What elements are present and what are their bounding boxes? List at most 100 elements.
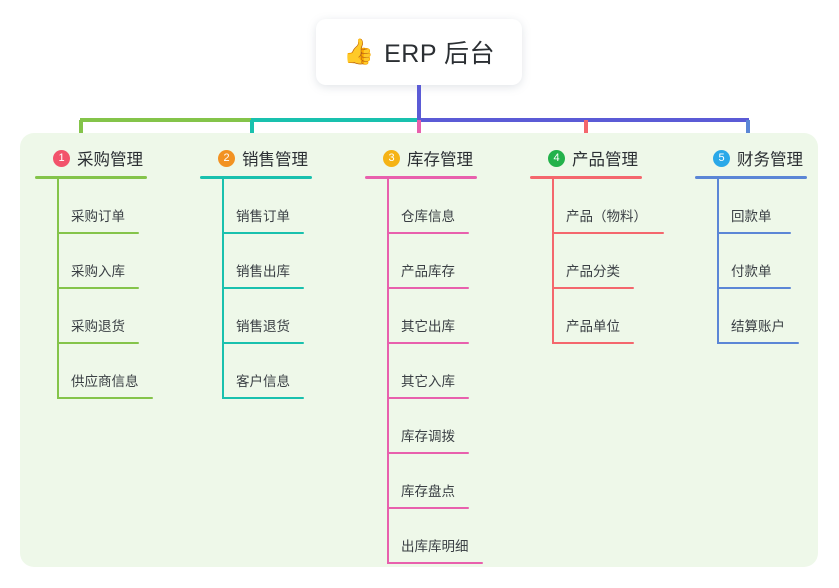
leaf-node-underline [387, 287, 469, 289]
leaf-node-underline [222, 232, 304, 234]
leaf-node-label: 采购入库 [71, 264, 125, 279]
leaf-node[interactable]: 回款单 [695, 179, 807, 234]
branch-badge-5: 5 [713, 149, 730, 167]
leaf-node-label: 库存调拨 [401, 429, 455, 444]
leaf-node[interactable]: 仓库信息 [365, 179, 477, 234]
branch-column-5: 5 财务管理回款单付款单结算账户 [695, 145, 807, 344]
leaf-node-label: 库存盘点 [401, 484, 455, 499]
branch-items-3: 仓库信息产品库存其它出库其它入库库存调拨库存盘点出库库明细 [365, 179, 483, 564]
branch-header-1[interactable]: 1 采购管理 [35, 145, 147, 171]
leaf-node[interactable]: 采购入库 [35, 234, 147, 289]
root-node-label: ERP 后台 [384, 40, 496, 68]
branch-spine-2 [222, 179, 224, 399]
branch-header-4[interactable]: 4 产品管理 [530, 145, 642, 171]
root-node[interactable]: 👍 ERP 后台 [316, 19, 522, 85]
thumbs-up-icon: 👍 [342, 37, 375, 66]
branch-title-5: 财务管理 [737, 151, 803, 169]
leaf-node-label: 回款单 [731, 209, 772, 224]
leaf-node-underline [717, 342, 799, 344]
branch-badge-1: 1 [53, 149, 70, 167]
leaf-node-underline [57, 232, 139, 234]
leaf-node-label: 仓库信息 [401, 209, 455, 224]
leaf-node-label: 产品分类 [566, 264, 620, 279]
branch-spine-4 [552, 179, 554, 344]
leaf-node-underline [717, 287, 791, 289]
branch-spine-3 [387, 179, 389, 564]
leaf-node-label: 采购退货 [71, 319, 125, 334]
leaf-node[interactable]: 销售出库 [200, 234, 312, 289]
branch-items-1: 采购订单采购入库采购退货供应商信息 [35, 179, 153, 399]
leaf-node[interactable]: 客户信息 [200, 344, 312, 399]
leaf-node[interactable]: 库存调拨 [365, 399, 477, 454]
leaf-node-label: 销售出库 [236, 264, 290, 279]
leaf-node-label: 结算账户 [731, 319, 785, 334]
leaf-node-underline [387, 507, 469, 509]
leaf-node[interactable]: 其它出库 [365, 289, 477, 344]
leaf-node[interactable]: 库存盘点 [365, 454, 477, 509]
leaf-node-label: 其它入库 [401, 374, 455, 389]
leaf-node-underline [387, 452, 469, 454]
leaf-node[interactable]: 销售退货 [200, 289, 312, 344]
leaf-node-label: 付款单 [731, 264, 772, 279]
branch-badge-3: 3 [383, 149, 400, 167]
branch-items-2: 销售订单销售出库销售退货客户信息 [200, 179, 312, 399]
branch-underline-3 [365, 176, 477, 179]
leaf-node-underline [57, 342, 139, 344]
branch-items-4: 产品（物料） 产品分类产品单位 [530, 179, 664, 344]
leaf-node-underline [552, 232, 664, 234]
leaf-node-label: 产品库存 [401, 264, 455, 279]
leaf-node-underline [222, 342, 304, 344]
leaf-node-underline [57, 397, 153, 399]
branch-header-3[interactable]: 3 库存管理 [365, 145, 477, 171]
leaf-node-underline [57, 287, 139, 289]
content-panel [20, 133, 818, 567]
leaf-node[interactable]: 采购退货 [35, 289, 147, 344]
leaf-node-underline [387, 562, 483, 564]
branch-title-4: 产品管理 [572, 151, 638, 169]
leaf-node-underline [222, 397, 304, 399]
branch-underline-5 [695, 176, 807, 179]
branch-badge-2: 2 [218, 149, 235, 167]
leaf-node-underline [387, 232, 469, 234]
leaf-node-label: 采购订单 [71, 209, 125, 224]
leaf-node[interactable]: 销售订单 [200, 179, 312, 234]
branch-badge-4: 4 [548, 149, 565, 167]
leaf-node[interactable]: 其它入库 [365, 344, 477, 399]
branch-underline-4 [530, 176, 642, 179]
branch-column-1: 1 采购管理采购订单采购入库采购退货供应商信息 [35, 145, 153, 399]
branch-spine-1 [57, 179, 59, 399]
leaf-node-underline [552, 287, 634, 289]
leaf-node-underline [717, 232, 791, 234]
leaf-node-label: 产品（物料） [566, 209, 647, 224]
branch-title-3: 库存管理 [407, 151, 473, 169]
leaf-node[interactable]: 付款单 [695, 234, 807, 289]
leaf-node[interactable]: 出库库明细 [365, 509, 483, 564]
leaf-node[interactable]: 采购订单 [35, 179, 147, 234]
leaf-node-label: 销售退货 [236, 319, 290, 334]
leaf-node-label: 产品单位 [566, 319, 620, 334]
branch-items-5: 回款单付款单结算账户 [695, 179, 807, 344]
leaf-node[interactable]: 结算账户 [695, 289, 807, 344]
branch-header-5[interactable]: 5 财务管理 [695, 145, 807, 171]
leaf-node-label: 供应商信息 [71, 374, 139, 389]
leaf-node[interactable]: 产品单位 [530, 289, 642, 344]
branch-title-1: 采购管理 [77, 151, 143, 169]
leaf-node-label: 出库库明细 [401, 539, 469, 554]
leaf-node[interactable]: 产品分类 [530, 234, 642, 289]
leaf-node-underline [222, 287, 304, 289]
branch-column-3: 3 库存管理仓库信息产品库存其它出库其它入库库存调拨库存盘点出库库明细 [365, 145, 483, 564]
branch-underline-1 [35, 176, 147, 179]
branch-column-4: 4 产品管理产品（物料） 产品分类产品单位 [530, 145, 664, 344]
leaf-node-underline [552, 342, 634, 344]
branch-underline-2 [200, 176, 312, 179]
leaf-node[interactable]: 产品（物料） [530, 179, 664, 234]
leaf-node-underline [387, 342, 469, 344]
leaf-node[interactable]: 供应商信息 [35, 344, 153, 399]
leaf-node-label: 销售订单 [236, 209, 290, 224]
leaf-node[interactable]: 产品库存 [365, 234, 477, 289]
leaf-node-underline [387, 397, 469, 399]
branch-spine-5 [717, 179, 719, 344]
